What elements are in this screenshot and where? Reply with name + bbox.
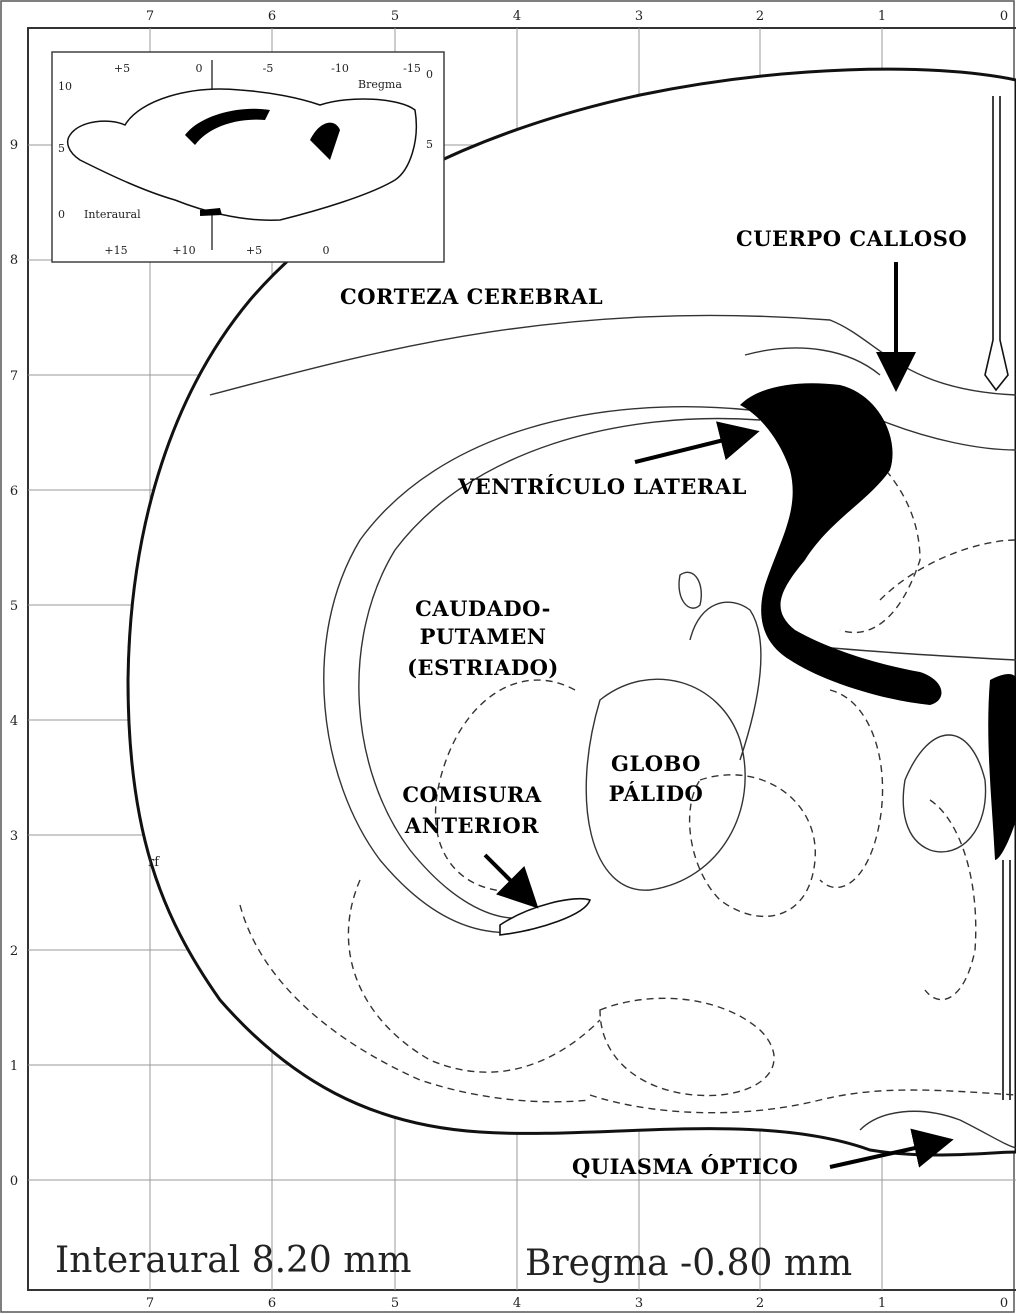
bottom-tick: 6 [268,1296,276,1311]
inset-bottom-tick: 0 [323,244,330,257]
footer-interaural: Interaural 8.20 mm [55,1240,412,1281]
left-tick: 2 [10,944,18,959]
bottom-tick: 1 [878,1296,886,1311]
top-tick: 1 [878,9,886,24]
label-corpus-callosum: CUERPO CALLOSO [736,226,967,251]
bottom-tick: 5 [391,1296,399,1311]
bottom-tick: 3 [635,1296,643,1311]
left-tick: 5 [10,599,18,614]
label-optic-chiasm: QUIASMA ÓPTICO [572,1154,798,1179]
top-tick: 0 [1000,9,1008,24]
label-commissure-2: ANTERIOR [404,813,539,838]
inset-sagittal-map: +5 0 -5 -10 -15 +15 +10 +5 0 10 5 0 0 5 … [52,52,444,262]
inset-right-tick: 0 [426,68,433,81]
inset-right-tick: 5 [426,138,433,151]
left-tick: 6 [10,484,18,499]
bottom-tick: 4 [513,1296,521,1311]
inset-top-tick: -10 [331,62,349,75]
inset-top-tick: -15 [403,62,421,75]
left-tick: 7 [10,369,18,384]
label-cortex: CORTEZA CEREBRAL [340,284,603,309]
footer-bregma: Bregma -0.80 mm [525,1243,852,1284]
inset-left-tick: 0 [58,208,65,221]
left-tick: 3 [10,829,18,844]
inset-bottom-tick: +10 [172,244,195,257]
label-caudate-2: PUTAMEN [420,624,547,649]
label-lateral-ventricle: VENTRÍCULO LATERAL [457,474,747,499]
bottom-tick: 0 [1000,1296,1008,1311]
left-tick: 8 [10,253,18,268]
label-caudate-1: CAUDADO- [415,596,551,621]
label-commissure-1: COMISURA [402,782,542,807]
inset-top-tick: 0 [196,62,203,75]
left-tick: 9 [10,138,18,153]
inset-bregma-label: Bregma [358,78,402,91]
bottom-tick: 2 [756,1296,764,1311]
inset-bottom-tick: +5 [246,244,262,257]
label-rf: rf [148,855,160,870]
top-tick: 2 [756,9,764,24]
bottom-tick: 7 [146,1296,154,1311]
inset-left-tick: 10 [58,80,72,93]
inset-interaural-label: Interaural [84,208,141,221]
inset-left-tick: 5 [58,142,65,155]
inset-bottom-tick: +15 [104,244,127,257]
left-tick: 0 [10,1174,18,1189]
top-tick: 7 [146,9,154,24]
inset-top-tick: +5 [114,62,130,75]
label-globus-2: PÁLIDO [609,781,704,806]
left-tick: 1 [10,1059,18,1074]
label-globus-1: GLOBO [611,751,701,776]
inset-top-tick: -5 [263,62,274,75]
top-tick: 4 [513,9,521,24]
top-tick: 5 [391,9,399,24]
top-tick: 6 [268,9,276,24]
left-tick: 4 [10,714,18,729]
label-caudate-3: (ESTRIADO) [407,655,559,680]
top-tick: 3 [635,9,643,24]
